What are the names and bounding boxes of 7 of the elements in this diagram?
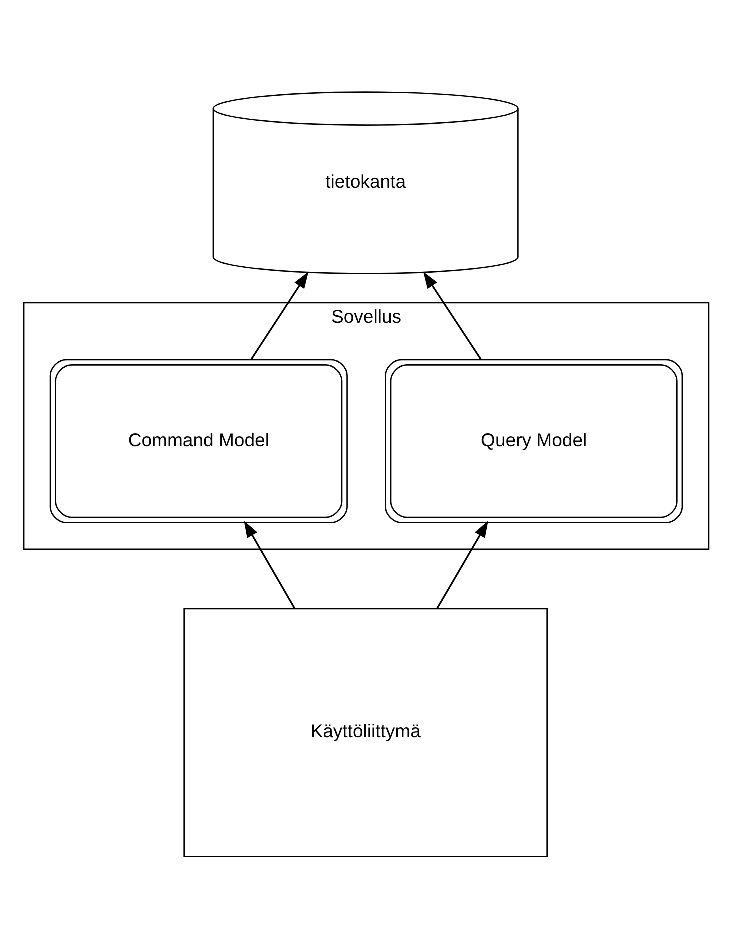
arrow xyxy=(436,521,488,610)
arrow xyxy=(423,272,482,360)
node-box: Query Model xyxy=(385,359,684,524)
node-box: Käyttöliittymä xyxy=(184,608,548,858)
arrow xyxy=(250,272,309,360)
node-box: Command Model xyxy=(50,359,348,524)
arrow xyxy=(244,521,296,610)
